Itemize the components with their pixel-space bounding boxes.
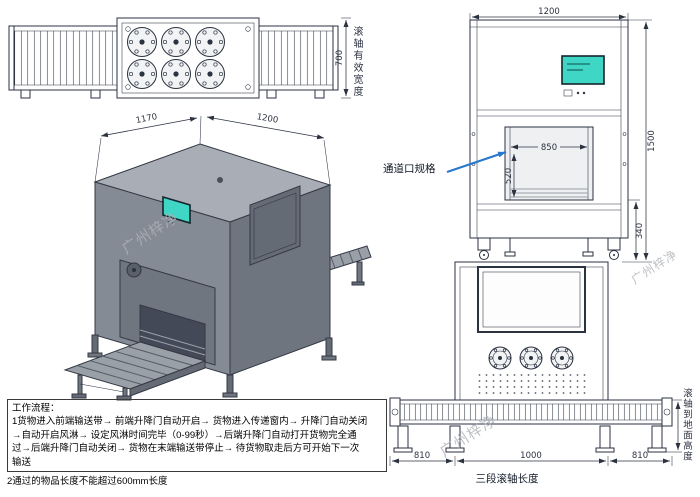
lifting-ring [217, 177, 223, 183]
workflow-line: 1货物进入前端输送带→ 前端升降门自动开启→ 货物进入传递窗内→ 升降门自动关闭 [12, 416, 368, 428]
dim-520-text: 520 [504, 168, 514, 184]
rear-cabinet [454, 261, 609, 401]
dim-700-text: 700 [335, 50, 345, 66]
iso-front-conveyor [63, 341, 207, 401]
roller-length-caption: 三段滚轴长度 [475, 473, 539, 485]
top-view-drawing: 700 [8, 17, 351, 99]
top-right-roller-conveyor [259, 25, 339, 99]
dim-850-text: 850 [541, 143, 557, 153]
workflow-box: 工作流程： 1货物进入前端输送带→ 前端升降门自动开启→ 货物进入传递窗内→ 升… [7, 399, 387, 473]
dim-1200-iso-text: 1200 [256, 112, 279, 126]
rear-dimensions: 810 1000 810 [389, 399, 682, 466]
workflow-line: 过→后端升降门自动关闭→ 货物在末端输送带停止→ 待货物取走后方可开始下一次 [12, 443, 360, 455]
lift-door-window [477, 266, 586, 333]
front-control-screen [561, 55, 605, 97]
workflow-line: →自动开启风淋→ 设定风淋时间完毕（0-99秒）→后端升降门自动打开货物完全通 [12, 429, 357, 441]
dim-1200-text: 1200 [538, 7, 560, 17]
dimension-width-top: 1200 [469, 7, 629, 21]
rear-roller-conveyor [389, 397, 673, 427]
dim-1500-text: 1500 [647, 130, 657, 152]
dimension-height-right: 1500 340 [622, 19, 657, 263]
iso-rear-conveyor [321, 245, 372, 286]
dim-1000-text: 1000 [520, 451, 542, 461]
front-view-drawing: 1200 850 520 [469, 7, 657, 263]
workflow-title: 工作流程： [12, 403, 60, 414]
perforated-panel [475, 374, 588, 395]
rear-view-drawing: 810 1000 810 [389, 261, 682, 466]
rear-fan-units [488, 346, 574, 370]
dim-1170-text: 1170 [135, 112, 158, 126]
dimension-roller-width: 700 [335, 17, 351, 99]
dim-810-left-text: 810 [414, 451, 430, 461]
workflow-line: 输送 [12, 456, 32, 468]
roller-width-label: 滚轴有效宽度 [351, 26, 362, 98]
control-screen [162, 195, 191, 225]
iso-cabinet [87, 143, 337, 398]
dim-340-text: 340 [635, 223, 645, 239]
pass-through-opening-front: 850 520 [504, 126, 594, 201]
front-casters [477, 237, 621, 260]
isometric-view-drawing: 1170 1200 [63, 112, 372, 401]
air-shower-unit-top [116, 17, 260, 99]
dim-810-right-text: 810 [632, 451, 648, 461]
opening-spec-label: 通道口规格 [383, 163, 436, 175]
iso-dimensions: 1170 1200 [94, 112, 331, 186]
opening-callout-arrow [446, 150, 507, 174]
length-limit-note: 2通过的物品长度不能超过600mm长度 [7, 476, 168, 487]
roller-ground-height-label: 滚轴到地面高度 [681, 388, 692, 462]
rear-conveyor-legs [393, 425, 667, 453]
top-left-roller-conveyor [8, 25, 117, 99]
